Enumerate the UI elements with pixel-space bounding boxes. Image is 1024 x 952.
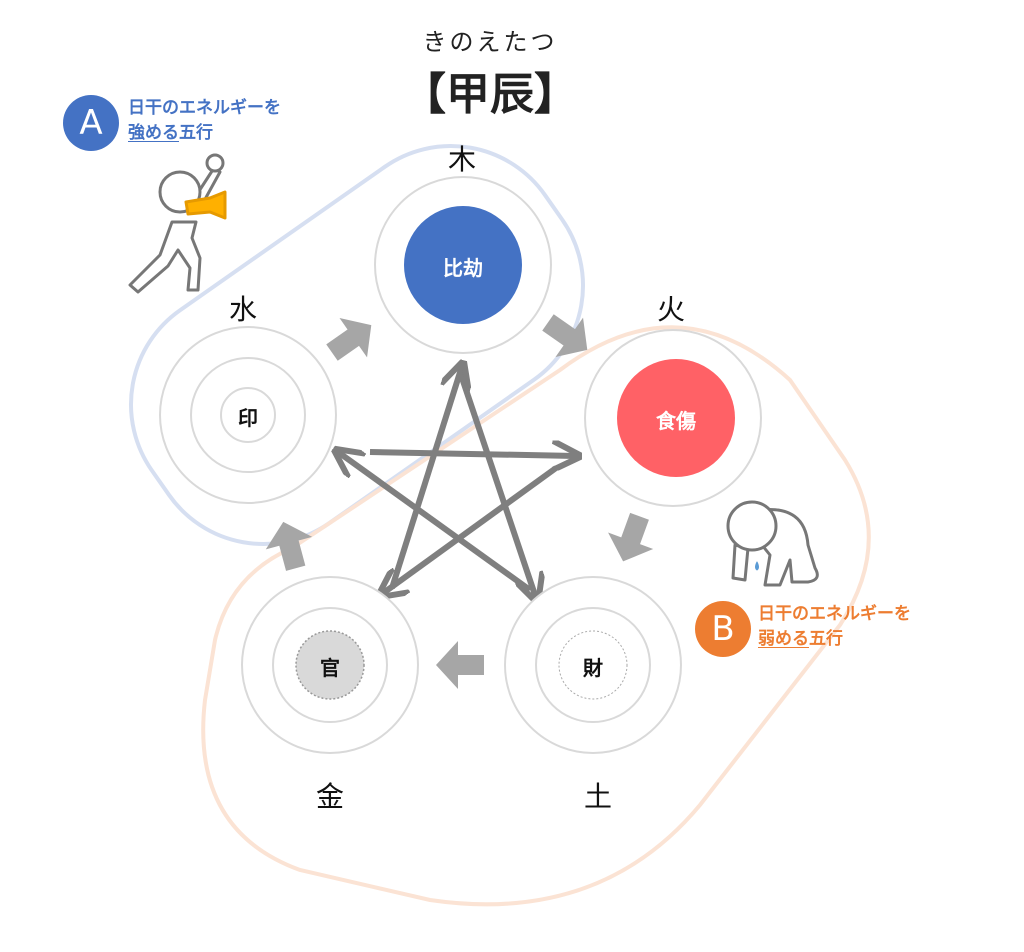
star-arrow-water-to-fire: [369, 452, 576, 456]
legend-a-line1: 日干のエネルギーを: [128, 98, 281, 118]
star-arrow-metal-to-wood: [389, 366, 462, 589]
legend-a-caption: 日干のエネルギーを 強める五行: [128, 96, 281, 146]
node-label-shokushou: 食傷: [656, 409, 696, 433]
block-arrow-earth-to-metal: [436, 641, 484, 689]
block-arrow-metal-to-water: [265, 521, 313, 571]
legend-a-emphasis: 強める: [128, 123, 179, 143]
node-label-zai: 財: [583, 656, 603, 680]
earth-inner-circle: [558, 630, 628, 700]
block-arrow-wood-to-fire: [542, 314, 588, 357]
legend-a-rest: 五行: [179, 123, 213, 143]
page-title: 【甲辰】: [402, 69, 578, 120]
generation-arrows: [265, 314, 654, 689]
block-arrow-water-to-wood: [326, 318, 372, 361]
legend-b-badge: B: [695, 601, 751, 657]
reading-label: きのえたつ: [422, 28, 558, 56]
star-arrow-earth-to-water: [338, 452, 532, 593]
metal-fill-circle: [295, 630, 365, 700]
legend-b-rest: 五行: [809, 629, 843, 649]
legend-b-emphasis: 弱める: [758, 629, 809, 649]
cheering-person-illustration: [128, 153, 227, 294]
legend-b-caption: 日干のエネルギーを 弱める五行: [758, 602, 911, 652]
element-label-earth: 土: [583, 780, 612, 813]
node-label-kan: 官: [320, 656, 340, 680]
legend-b-line1: 日干のエネルギーを: [758, 604, 911, 624]
block-arrow-fire-to-earth: [608, 512, 654, 562]
element-label-metal: 金: [315, 780, 344, 813]
star-arrow-wood-to-earth: [457, 371, 536, 598]
legend-a-badge: A: [63, 95, 119, 151]
star-arrow-fire-to-metal: [382, 465, 558, 594]
element-label-water: 水: [228, 293, 257, 326]
group-b-region: [201, 325, 871, 907]
fire-fill-circle: [617, 359, 735, 477]
control-arrows: [338, 366, 576, 598]
element-label-fire: 火: [656, 293, 685, 326]
discouraged-person-illustration: [726, 500, 819, 587]
node-label-in: 印: [238, 406, 258, 430]
element-label-wood: 木: [447, 143, 476, 176]
water-inner-ring: [220, 387, 276, 443]
wood-fill-circle: [404, 206, 522, 324]
node-label-hikou: 比劫: [443, 256, 483, 280]
